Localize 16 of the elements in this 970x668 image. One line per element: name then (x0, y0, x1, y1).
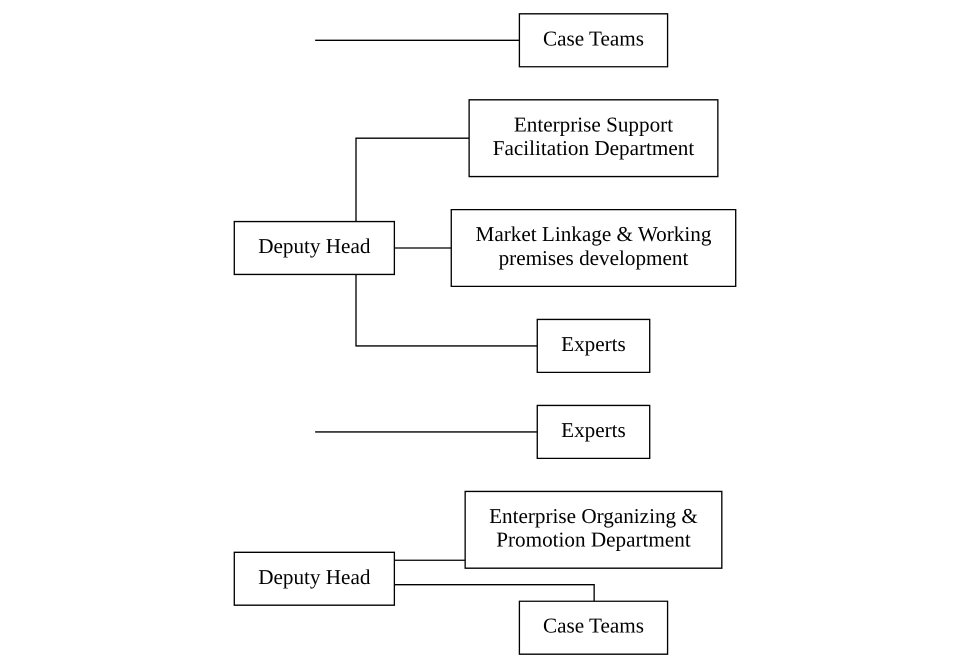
connector (355, 138, 469, 222)
node-box: Enterprise Organizing & Promotion Department (464, 490, 722, 569)
connector (394, 560, 465, 561)
connector (394, 247, 452, 249)
node-box: Case Teams (518, 600, 668, 655)
node-box: Experts (536, 404, 650, 460)
node-box: Market Linkage & Working premises development (450, 208, 736, 288)
node-box: Case Teams (518, 13, 668, 68)
connector (315, 40, 520, 41)
node-box: Enterprise Support Facilitation Department (468, 99, 719, 178)
connector (315, 431, 537, 433)
connector (394, 584, 595, 602)
node-box: Deputy Head (234, 220, 396, 276)
node-box: Experts (536, 318, 650, 374)
connector (355, 274, 538, 347)
node-box: Deputy Head (234, 552, 396, 606)
